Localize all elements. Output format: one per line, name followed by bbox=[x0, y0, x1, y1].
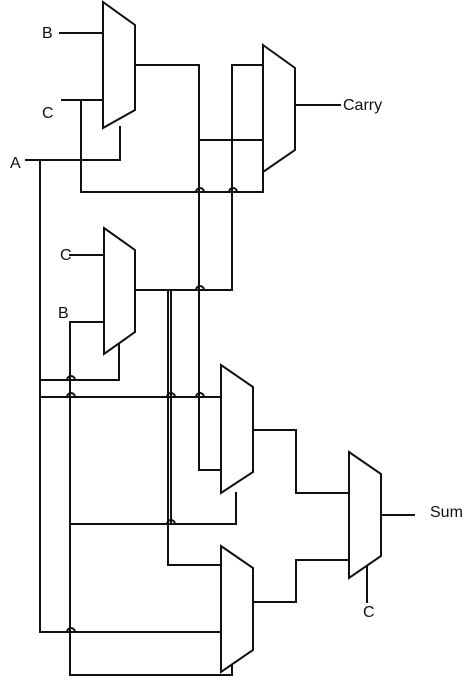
hop-6 bbox=[166, 392, 176, 398]
hop-7 bbox=[195, 392, 205, 398]
label-a: A bbox=[10, 155, 21, 172]
label-b-top: B bbox=[42, 25, 53, 42]
mux-middle-left bbox=[103, 226, 136, 356]
label-b-middle: B bbox=[58, 305, 69, 322]
hop-1 bbox=[195, 187, 205, 193]
wire-vertical-connector-1 bbox=[198, 139, 222, 471]
hop-8 bbox=[166, 519, 176, 525]
mux-top-left bbox=[102, 0, 136, 130]
label-sum: Sum bbox=[430, 504, 463, 521]
mux-shapes bbox=[102, 0, 382, 674]
label-c-bottom: C bbox=[363, 604, 375, 621]
mux-top-right-carry bbox=[262, 43, 296, 174]
wire-bottom-mux-input bbox=[167, 289, 222, 566]
wire-a-input bbox=[25, 126, 121, 161]
label-c-top: C bbox=[42, 105, 54, 122]
label-carry: Carry bbox=[343, 97, 382, 114]
wire-upper-middle-feedback bbox=[80, 99, 264, 193]
wire-lower-sum-input bbox=[252, 559, 350, 603]
mux-right-sum bbox=[348, 450, 382, 580]
wire-middle-mux-output bbox=[134, 191, 233, 291]
wire-a-main-vertical bbox=[39, 159, 72, 633]
hop-5 bbox=[66, 392, 76, 398]
hop-9 bbox=[66, 627, 76, 633]
hop-4 bbox=[66, 375, 76, 381]
wire-upper-sum-input bbox=[252, 429, 350, 494]
wire-vertical-connector-2 bbox=[170, 289, 237, 525]
mux-bottom-right-lower bbox=[220, 544, 254, 674]
hop-2 bbox=[228, 187, 238, 193]
mux-middle-right-upper bbox=[220, 363, 254, 495]
wire-top-mux-output bbox=[134, 64, 264, 141]
hop-3 bbox=[195, 285, 205, 291]
label-c-middle: C bbox=[60, 247, 72, 264]
wire-b-middle-vertical bbox=[69, 321, 233, 676]
